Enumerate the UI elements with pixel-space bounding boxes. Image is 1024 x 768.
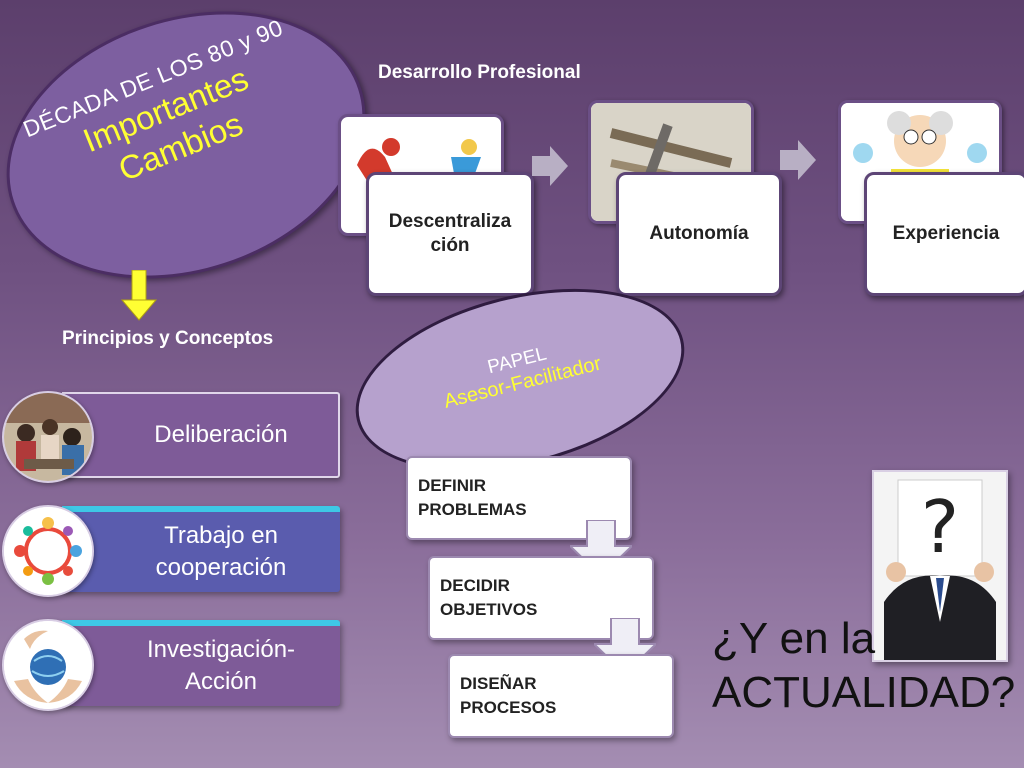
principle-label: Deliberación bbox=[154, 421, 288, 448]
principle-trabajo: Trabajo en cooperación bbox=[62, 506, 340, 592]
step-label: DECIDIR OBJETIVOS bbox=[440, 576, 538, 619]
closing-line2: ACTUALIDAD? bbox=[712, 668, 1016, 717]
closing-question: ¿Y en la ACTUALIDAD? bbox=[712, 612, 1015, 720]
development-heading: Desarrollo Profesional bbox=[378, 62, 581, 83]
step-definir: DEFINIR PROBLEMAS bbox=[406, 456, 632, 540]
principle-deliberacion: Deliberación bbox=[62, 392, 340, 478]
children-circle-icon bbox=[2, 505, 94, 597]
closing-line1: ¿Y en la bbox=[712, 614, 876, 663]
question-man-photo-icon: ? bbox=[872, 470, 1008, 662]
down-arrow-icon bbox=[120, 270, 158, 321]
card-experiencia: Experiencia bbox=[864, 172, 1024, 296]
card-descentralizacion: Descentraliza ción bbox=[366, 172, 534, 296]
card-label: Autonomía bbox=[649, 223, 749, 244]
hands-globe-icon bbox=[2, 619, 94, 711]
principle-investigacion: Investigación-Acción bbox=[62, 620, 340, 706]
step-disenar: DISEÑAR PROCESOS bbox=[448, 654, 674, 738]
step-label: DISEÑAR PROCESOS bbox=[460, 674, 557, 717]
principle-label: Trabajo en cooperación bbox=[155, 522, 287, 581]
svg-text:?: ? bbox=[921, 485, 959, 569]
right-arrow-icon bbox=[532, 146, 568, 186]
step-label: DEFINIR PROBLEMAS bbox=[418, 476, 527, 519]
classroom-photo-icon bbox=[2, 391, 94, 483]
principle-label: Investigación-Acción bbox=[146, 636, 296, 695]
card-autonomia: Autonomía bbox=[616, 172, 782, 296]
card-label: Experiencia bbox=[892, 223, 1000, 244]
card-label: Descentraliza ción bbox=[388, 211, 512, 256]
principles-heading: Principios y Conceptos bbox=[62, 328, 274, 349]
right-arrow-icon bbox=[780, 140, 816, 180]
